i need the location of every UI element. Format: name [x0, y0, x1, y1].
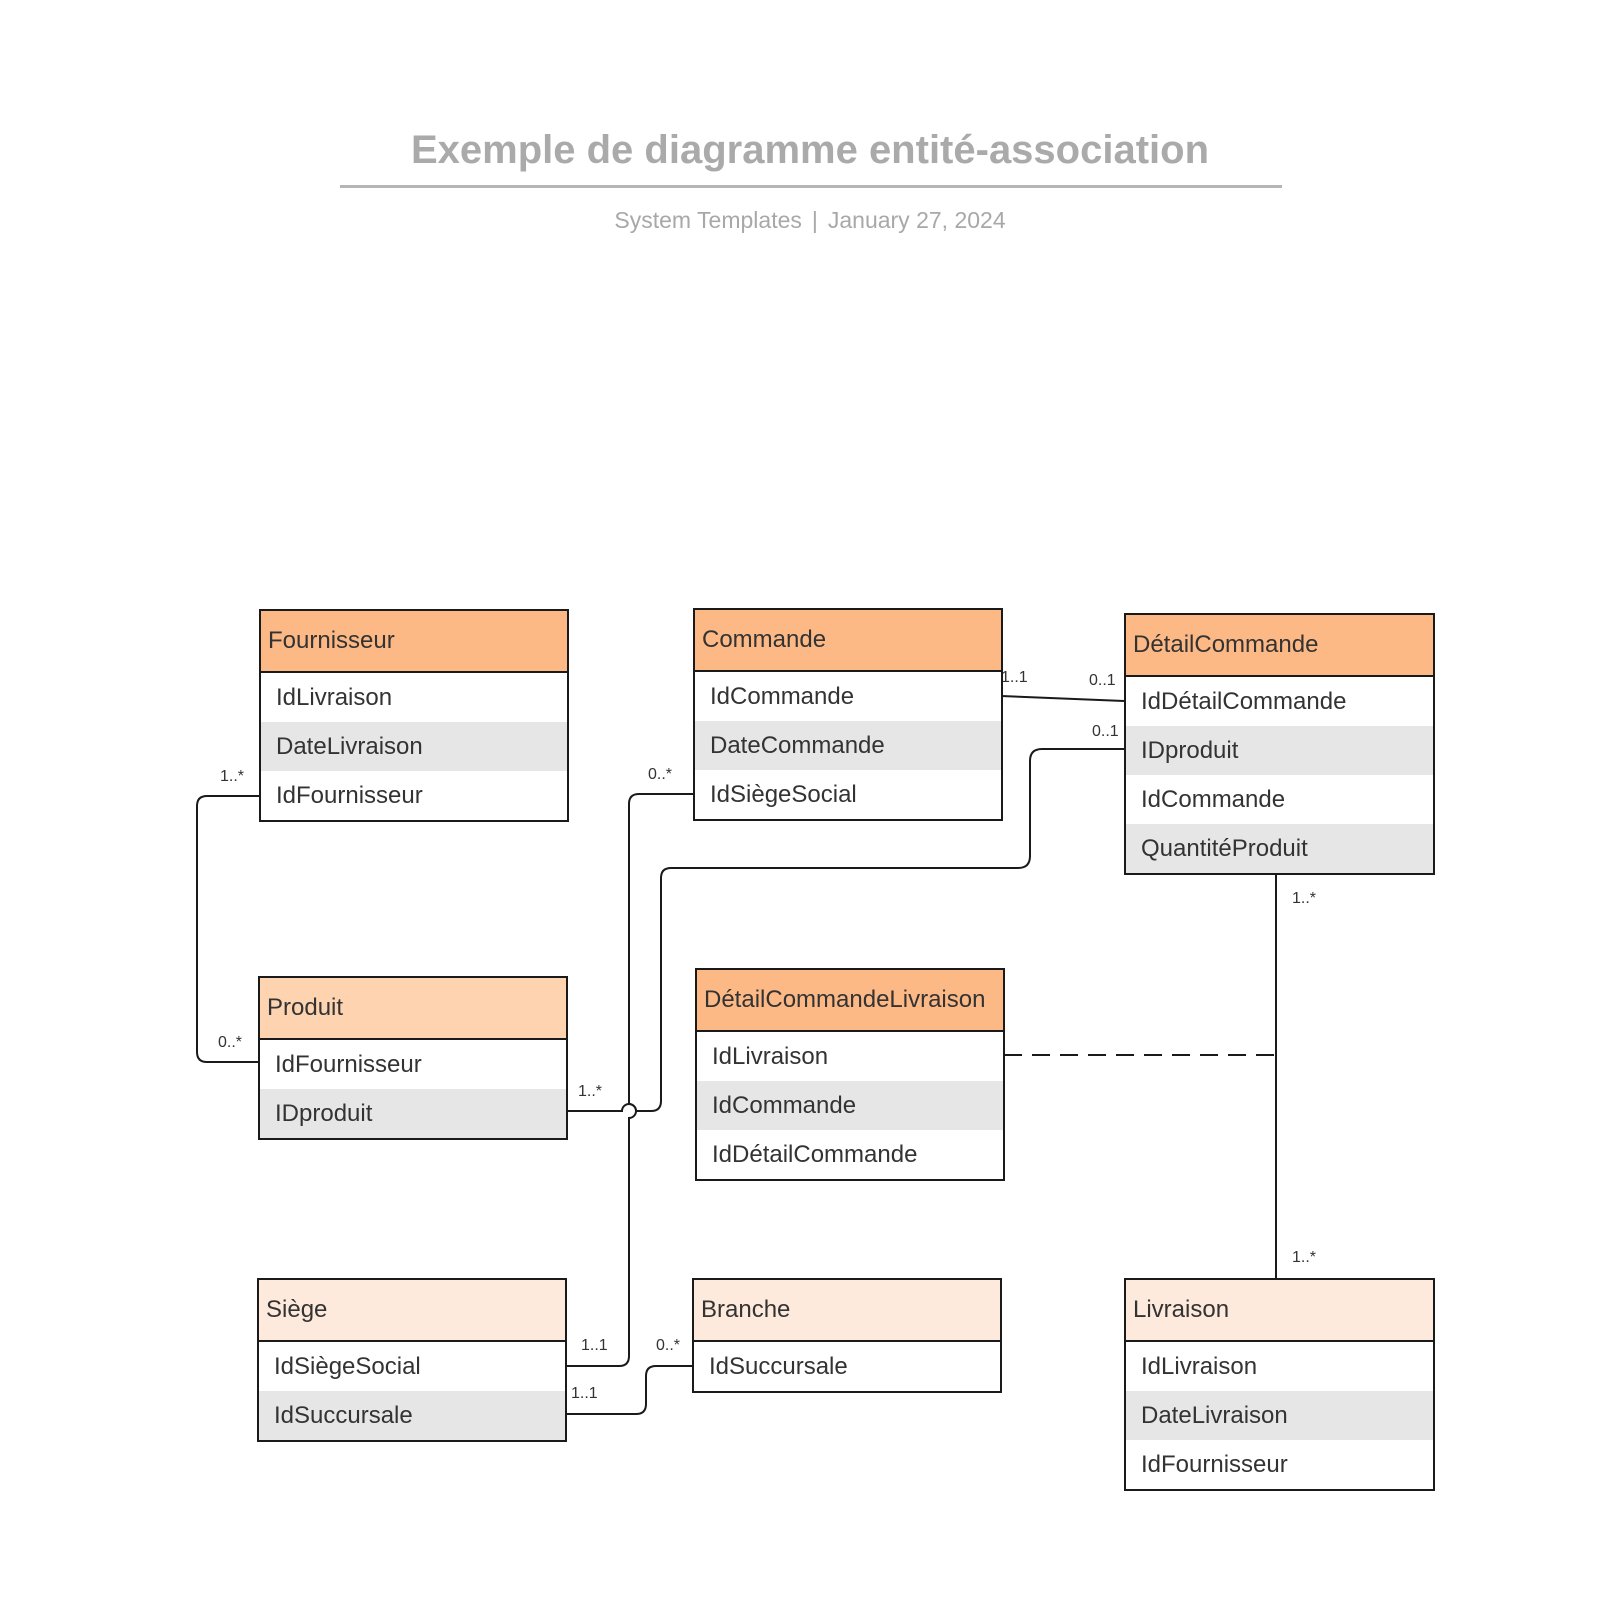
field-row: IdDétailCommande [712, 1141, 918, 1168]
field-row: DateCommande [695, 721, 1001, 770]
field-row: IdCommande [697, 1081, 1003, 1130]
field-row: IdDétailCommande [1141, 688, 1347, 715]
card-detailcommande-idproduit: 0..1 [1092, 723, 1119, 740]
field-row: IdLivraison [276, 684, 393, 711]
field-row: IdSiègeSocial [710, 781, 857, 808]
field-row: IdSuccursale [259, 1391, 565, 1440]
entity-detail-commande-livraison[interactable]: DétailCommandeLivraison IdLivraison IdCo… [695, 968, 1005, 1181]
date-label: January 27, 2024 [827, 207, 1006, 233]
entity-livraison[interactable]: Livraison IdLivraison DateLivraison IdFo… [1124, 1278, 1435, 1491]
field-row: IdLivraison [712, 1043, 829, 1070]
entity-header: Siège [259, 1280, 565, 1342]
field-row: IdSiègeSocial [274, 1353, 421, 1380]
connector-commande-detailcommande [1000, 695, 1125, 702]
card-livraison-detailcommande: 1..* [1292, 1249, 1316, 1266]
field-row: IdSuccursale [709, 1353, 848, 1380]
field-row: IdLivraison [1141, 1353, 1258, 1380]
document-meta: System Templates | January 27, 2024 [340, 207, 1280, 234]
card-commande-idcommande: 1..1 [1001, 669, 1028, 686]
entity-header: Fournisseur [261, 611, 567, 673]
card-commande-idsiegesocial: 0..* [648, 766, 672, 783]
entity-branche[interactable]: Branche IdSuccursale [692, 1278, 1002, 1393]
meta-separator: | [811, 207, 818, 233]
entity-siege[interactable]: Siège IdSiègeSocial IdSuccursale [257, 1278, 567, 1442]
field-row: IdCommande [710, 683, 855, 710]
card-detailcommande-livraison: 1..* [1292, 890, 1316, 907]
card-branche-idsuccursale: 0..* [656, 1337, 680, 1354]
author-label: System Templates [614, 207, 802, 233]
field-row: QuantitéProduit [1126, 824, 1433, 873]
entity-header: Commande [695, 610, 1001, 672]
card-siege-idsiegesocial: 1..1 [581, 1337, 608, 1354]
field-row: IdCommande [1141, 786, 1286, 813]
page-title: Exemple de diagramme entité-association [410, 128, 1210, 172]
entity-header: Livraison [1126, 1280, 1433, 1342]
entity-header: Branche [694, 1280, 1000, 1342]
field-row: IdFournisseur [276, 782, 423, 809]
entity-header: DétailCommandeLivraison [697, 970, 1003, 1032]
card-fournisseur-idfournisseur: 1..* [220, 768, 244, 785]
field-row: IdFournisseur [275, 1051, 422, 1078]
connector-siege-branche [566, 1365, 692, 1415]
field-row: IDproduit [1126, 726, 1433, 775]
card-siege-idsuccursale: 1..1 [571, 1385, 598, 1402]
card-detailcommande-iddetail: 0..1 [1089, 672, 1116, 689]
field-row: IdFournisseur [1141, 1451, 1288, 1478]
connector-siege-commande [566, 793, 693, 1367]
entity-header: DétailCommande [1126, 615, 1433, 677]
entity-commande[interactable]: Commande IdCommande DateCommande IdSiège… [693, 608, 1003, 821]
entity-produit[interactable]: Produit IdFournisseur IDproduit [258, 976, 568, 1140]
title-underline [340, 185, 1282, 188]
entity-header: Produit [260, 978, 566, 1040]
field-row: DateLivraison [1126, 1391, 1433, 1440]
entity-fournisseur[interactable]: Fournisseur IdLivraison DateLivraison Id… [259, 609, 569, 822]
field-row: DateLivraison [261, 722, 567, 771]
card-produit-idproduit: 1..* [578, 1083, 602, 1100]
connector-fournisseur-produit [196, 795, 259, 1063]
card-produit-idfournisseur: 0..* [218, 1034, 242, 1051]
entity-detail-commande[interactable]: DétailCommande IdDétailCommande IDprodui… [1124, 613, 1435, 875]
field-row: IDproduit [260, 1089, 566, 1138]
